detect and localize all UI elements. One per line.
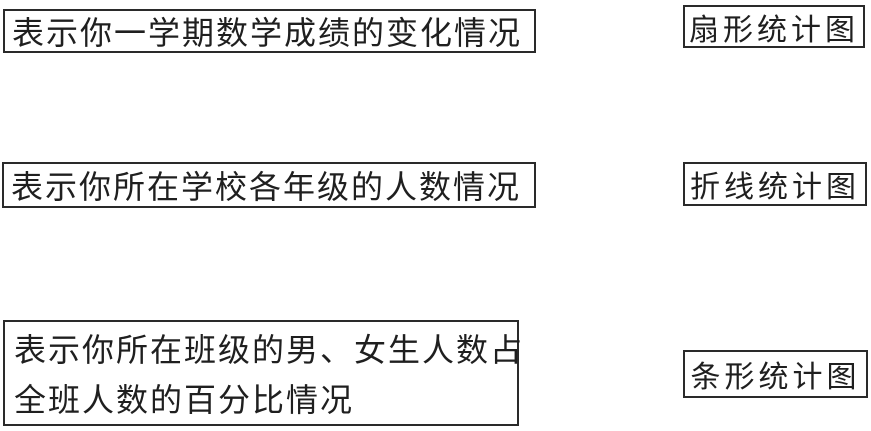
chart-type-box-bar: 条形统计图 [683, 350, 868, 398]
description-box-semester-score-change: 表示你一学期数学成绩的变化情况 [3, 9, 536, 53]
chart-type-box-pie: 扇形统计图 [683, 5, 865, 48]
chart-type-label: 折线统计图 [690, 171, 860, 204]
description-box-boys-girls-percentage: 表示你所在班级的男、女生人数占 全班人数的百分比情况 [3, 320, 522, 426]
chart-type-box-line: 折线统计图 [683, 162, 867, 206]
chart-type-label: 条形统计图 [690, 361, 861, 394]
description-text: 表示你所在学校各年级的人数情况 [11, 169, 522, 205]
description-box-grade-student-counts: 表示你所在学校各年级的人数情况 [2, 162, 536, 208]
description-text-line-1: 表示你所在班级的男、女生人数占 [14, 332, 525, 369]
chart-type-label: 扇形统计图 [689, 13, 859, 47]
description-text-line-2: 全班人数的百分比情况 [14, 381, 355, 418]
description-text: 表示你一学期数学成绩的变化情况 [12, 15, 523, 51]
